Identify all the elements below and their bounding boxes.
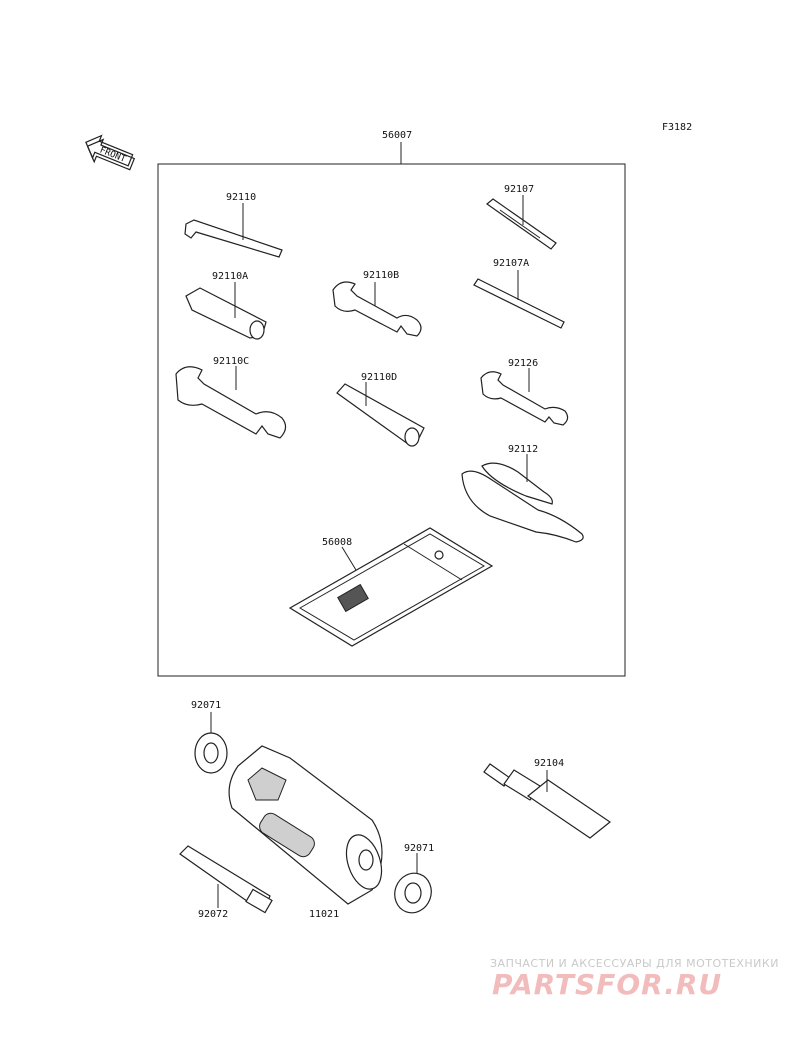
- watermark-logo: PARTSFOR.RU: [492, 968, 722, 1001]
- label-92110: 92110: [226, 192, 256, 203]
- socket-wrench-92110A: [185, 282, 267, 340]
- label-56007: 56007: [382, 130, 412, 141]
- label-92107: 92107: [504, 184, 534, 195]
- screwdriver-92107: [486, 195, 557, 250]
- filter-wrench-92072: [179, 845, 273, 914]
- washer-92071-top: [194, 712, 228, 774]
- wrench-92110C: [175, 366, 287, 439]
- screwdriver-92107A: [473, 270, 565, 329]
- figure-code: F3182: [662, 122, 692, 133]
- label-92110C: 92110C: [213, 356, 249, 367]
- label-92110A: 92110A: [212, 271, 248, 282]
- label-11021: 11021: [309, 909, 339, 920]
- label-92107A: 92107A: [493, 258, 529, 269]
- washer-92071-right: [394, 853, 432, 914]
- oil-filter-11021: [228, 745, 383, 905]
- label-92072: 92072: [198, 909, 228, 920]
- pliers-92112: [461, 454, 584, 543]
- label-56008: 56008: [322, 537, 352, 548]
- label-92110D: 92110D: [361, 372, 397, 383]
- label-92071-top: 92071: [191, 700, 221, 711]
- wrench-92110B: [332, 281, 422, 337]
- label-92104: 92104: [534, 758, 564, 769]
- label-92112: 92112: [508, 444, 538, 455]
- label-92071-right: 92071: [404, 843, 434, 854]
- tool-kit-box: [157, 163, 626, 677]
- hex-wrench-92110: [184, 203, 283, 258]
- watermark-subtitle: ЗАПЧАСТИ И АКСЕССУАРЫ ДЛЯ МОТОТЕХНИКИ: [490, 957, 779, 970]
- label-92126: 92126: [508, 358, 538, 369]
- front-arrow-icon: FRONT: [85, 134, 136, 171]
- grease-tube-92104: [483, 763, 612, 839]
- label-92110B: 92110B: [363, 270, 399, 281]
- tool-bag-56008: [288, 527, 494, 647]
- wrench-92126: [480, 368, 569, 426]
- socket-tube-92110D: [336, 382, 425, 447]
